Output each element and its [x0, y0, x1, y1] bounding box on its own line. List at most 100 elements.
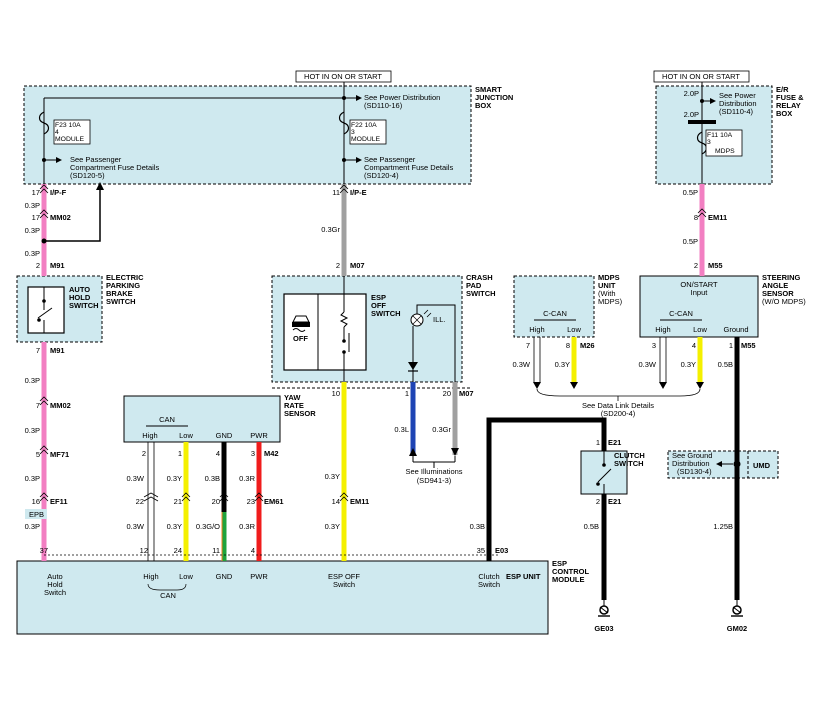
- data-link-ref-1: See Data Link Details: [582, 401, 654, 410]
- pass-ref-left-1: See Passenger: [70, 155, 122, 164]
- esp-off-switch-3: SWITCH: [371, 309, 401, 318]
- wire-03y-2: 0.3Y: [167, 522, 182, 531]
- auto-hold-title-2: HOLD: [69, 293, 91, 302]
- wire-05b: 0.5B: [584, 522, 599, 531]
- er-pin-mid: 2.0P: [684, 110, 699, 119]
- wire-03p-1: 0.3P: [25, 201, 40, 210]
- clutch-title-1: CLUTCH: [614, 451, 645, 460]
- m91-connector-top: M91: [50, 261, 65, 270]
- yaw-title-2: RATE: [284, 401, 304, 410]
- steering-low: Low: [693, 325, 707, 334]
- wire-03w-mdps: 0.3W: [512, 360, 530, 369]
- steering-title-3: SENSOR: [762, 289, 794, 298]
- wire-03w-1: 0.3W: [126, 474, 144, 483]
- wire-03go: 0.3G/O: [196, 522, 220, 531]
- er-power-ref-1: See Power: [719, 91, 756, 100]
- power-ref-line1: See Power Distribution: [364, 93, 440, 102]
- hot-label-right: HOT IN ON OR START: [662, 72, 740, 81]
- yaw-pin-4: 4: [216, 449, 220, 458]
- wire-03p-6: 0.3P: [25, 474, 40, 483]
- e21-connector-bot: E21: [608, 497, 621, 506]
- power-ref-line2: (SD110-16): [364, 101, 403, 110]
- ground-ref-1: See Ground: [672, 451, 712, 460]
- clutch-title-2: SWITCH: [614, 459, 644, 468]
- wire-03r-1: 0.3R: [239, 474, 255, 483]
- ground-gm02-icon: [731, 600, 743, 617]
- ip-e-connector: I/P-E: [350, 188, 367, 197]
- fuse-f23-name: F23 10A: [55, 122, 81, 129]
- em11-mid-pin: 14: [332, 497, 340, 506]
- ground-ref-3: (SD130-4): [677, 467, 712, 476]
- mdps-pin-8: 8: [566, 341, 570, 350]
- wire-03y-espoff-1: 0.3Y: [325, 472, 340, 481]
- wire-03b-clutch: 0.3B: [470, 522, 485, 531]
- fuse-f22-pin: 3: [351, 129, 355, 136]
- steering-can: C-CAN: [669, 309, 693, 318]
- em61-connector: EM61: [264, 497, 284, 506]
- wire-05p-1: 0.5P: [683, 188, 698, 197]
- ecm-clutch-2: Switch: [478, 580, 500, 589]
- em11-top-pin: 8: [694, 213, 698, 222]
- mdps-low: Low: [567, 325, 581, 334]
- ecm-title-2: CONTROL: [552, 567, 589, 576]
- ecm-pin-11: 11: [212, 546, 220, 555]
- crash-pad-title-3: SWITCH: [466, 289, 496, 298]
- pass-ref-left-3: (SD120-5): [70, 171, 105, 180]
- ecm-pin-24: 24: [174, 546, 182, 555]
- fuse-f11-label: MDPS: [715, 148, 735, 155]
- mm02-top-pin: 17: [32, 213, 40, 222]
- crash-pad-title-1: CRASH: [466, 273, 493, 282]
- pass-ref-right-1: See Passenger: [364, 155, 416, 164]
- m91-top-pin: 2: [36, 261, 40, 270]
- esp-off-switch-2: OFF: [371, 301, 386, 310]
- wire-03p-3: 0.3P: [25, 249, 40, 258]
- mf71-pin: 5: [36, 450, 40, 459]
- yaw-pin-3: 3: [251, 449, 255, 458]
- mm02-connector-top: MM02: [50, 213, 71, 222]
- m07-pin-1: 1: [405, 389, 409, 398]
- ecm-pin-4: 4: [251, 546, 255, 555]
- wire-03y-1: 0.3Y: [167, 474, 182, 483]
- sjb-title-1: SMART: [475, 85, 502, 94]
- er-title-2: FUSE &: [776, 93, 804, 102]
- e03-connector: E03: [495, 546, 508, 555]
- wire-03l: 0.3L: [394, 425, 409, 434]
- steering-pin-4: 4: [692, 341, 696, 350]
- illum-ref-1: See Illuminations: [405, 467, 462, 476]
- e03-pin: 35: [477, 546, 485, 555]
- e21-top-pin: 1: [596, 438, 600, 447]
- m07-pin-20: 20: [443, 389, 451, 398]
- steering-title-4: (W/O MDPS): [762, 297, 806, 306]
- ip-e-pin: 11: [332, 188, 340, 197]
- m07-connector-top: M07: [350, 261, 365, 270]
- wire-03w-steer: 0.3W: [638, 360, 656, 369]
- auto-hold-title-3: SWITCH: [69, 301, 99, 310]
- wire-05b-steer: 0.5B: [718, 360, 733, 369]
- e21-connector-top: E21: [608, 438, 621, 447]
- er-title-3: RELAY: [776, 101, 801, 110]
- steering-title-2: ANGLE: [762, 281, 788, 290]
- er-power-ref-3: (SD110-4): [719, 107, 754, 116]
- fuse-f22-name: F22 10A: [351, 122, 377, 129]
- yaw-rate-sensor-box: [123, 395, 281, 443]
- steering-angle-sensor-box: [639, 275, 759, 338]
- steering-ground: Ground: [723, 325, 748, 334]
- wire-03y-mdps: 0.3Y: [555, 360, 570, 369]
- m55-connector-top: M55: [708, 261, 723, 270]
- ecm-pwr: PWR: [250, 572, 268, 581]
- wire-03p-4: 0.3P: [25, 376, 40, 385]
- m07-pin-10: 10: [332, 389, 340, 398]
- er-title-4: BOX: [776, 109, 792, 118]
- esp-off-icon-text: OFF: [293, 334, 308, 343]
- wire-03r-2: 0.3R: [239, 522, 255, 531]
- ecm-clutch-1: Clutch: [478, 572, 499, 581]
- mdps-title-1: MDPS: [598, 273, 620, 282]
- m07-connector-bot: M07: [459, 389, 474, 398]
- yaw-title-3: SENSOR: [284, 409, 316, 418]
- mdps-title-4: MDPS): [598, 297, 623, 306]
- splice-pin-23: 23: [247, 497, 255, 506]
- steering-high: High: [655, 325, 670, 334]
- mdps-title-3: (With: [598, 289, 616, 298]
- wire-03p-2: 0.3P: [25, 226, 40, 235]
